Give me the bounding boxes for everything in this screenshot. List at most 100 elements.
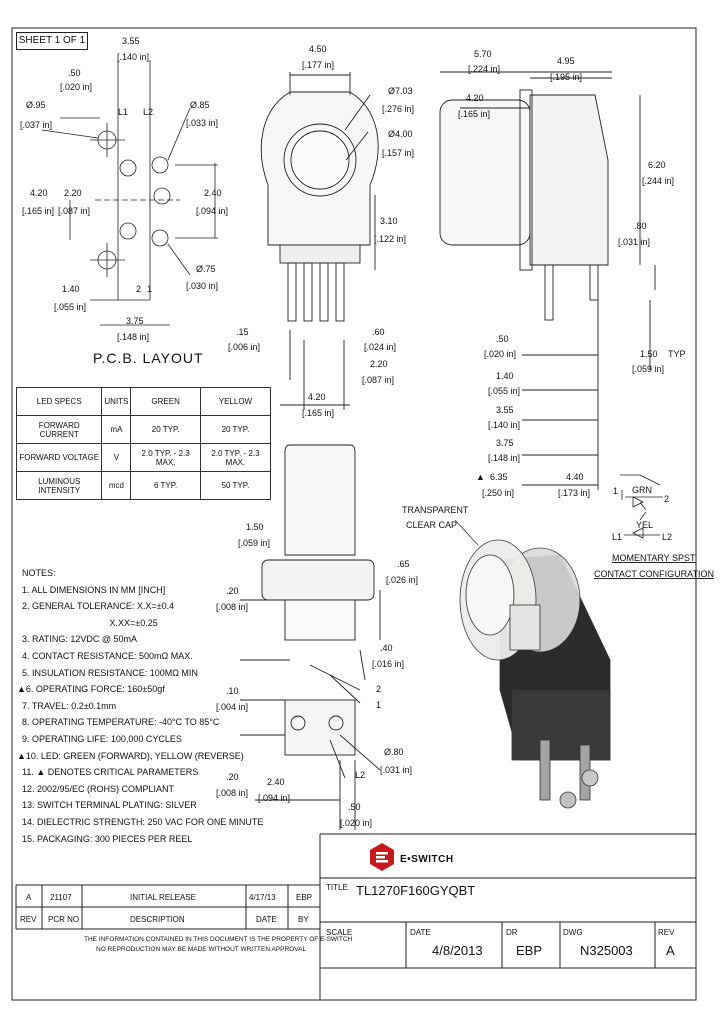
- render-pin-tip-2: [581, 769, 599, 787]
- bottom-pin-2: 2: [376, 684, 381, 694]
- rev-label: REV: [658, 928, 675, 937]
- pcb-pin-1: 1: [147, 284, 152, 294]
- side-pin-2: [589, 264, 599, 301]
- list-item: 4. CONTACT RESISTANCE: 500mΩ MAX.: [22, 650, 193, 661]
- side-dim-typ: TYP: [668, 349, 686, 359]
- side-panel: [519, 89, 533, 271]
- cap-label-1: TRANSPARENT: [402, 505, 469, 515]
- rev-head-rev: REV: [20, 915, 37, 924]
- notes-section: NOTES: 1. ALL DIMENSIONS IN MM [INCH] 2.…: [17, 565, 263, 847]
- bottom-actuator: [284, 444, 356, 556]
- front-dim-220: 2.20: [370, 359, 388, 369]
- led-cell: FORWARD CURRENT: [15, 415, 103, 444]
- front-dim-060: .60: [372, 327, 385, 337]
- led-cell: 20 TYP.: [199, 415, 272, 444]
- bottom-dim-040-in: [.016 in]: [372, 659, 404, 669]
- side-view: [439, 71, 656, 490]
- bottom-dim-050-in: [.020 in]: [340, 818, 372, 828]
- schematic-labels: 1 GRN 2 L1 YEL L2 MOMENTARY SPST CONTACT…: [594, 485, 714, 579]
- bottom-base: [284, 699, 356, 756]
- led-cell: LUMINOUS INTENSITY: [15, 471, 103, 500]
- front-pin-3: [319, 262, 329, 322]
- led-header-yellow: YELLOW: [199, 387, 272, 416]
- led-cell: 2.0 TYP. - 2.3 MAX.: [130, 443, 201, 472]
- schematic-caption-1: MOMENTARY SPST: [612, 553, 696, 563]
- front-dimension-text: 4.50 [.177 in] Ø7.03 [.276 in] Ø4.00 [.1…: [228, 44, 414, 418]
- list-item: ▲6. OPERATING FORCE: 160±50gf: [17, 684, 165, 695]
- front-dim-703-in: [.276 in]: [382, 104, 414, 114]
- rev-head-desc: DESCRIPTION: [130, 915, 185, 924]
- bottom-dim-050: .50: [348, 802, 361, 812]
- led-specs-table: LED SPECS UNITS GREEN YELLOW FORWARD CUR…: [15, 387, 272, 500]
- side-dim-570: 5.70: [474, 49, 492, 59]
- led-cell: mcd: [101, 471, 132, 500]
- pcb-layout-view: [41, 60, 218, 326]
- front-dim-420: 4.20: [308, 392, 326, 402]
- side-dim-375-in: [.148 in]: [488, 453, 520, 463]
- led-header-units: UNITS: [101, 387, 132, 416]
- front-dim-400: Ø4.00: [388, 129, 413, 139]
- bottom-pin-1: 1: [376, 700, 381, 710]
- dr-label: DR: [506, 928, 518, 937]
- bottom-cap-flange: [261, 559, 375, 601]
- schematic-pin-2: 2: [664, 494, 669, 504]
- led-cell: 6 TYP.: [130, 471, 201, 500]
- rev-head-pcr: PCR NO: [48, 915, 79, 924]
- pcb-dim-075: Ø.75: [196, 264, 216, 274]
- bottom-dim-040: .40: [380, 643, 393, 653]
- sheet-border: [11, 27, 697, 1001]
- bottom-dim-020: .20: [226, 586, 239, 596]
- side-dim-150: 1.50: [640, 349, 658, 359]
- list-item: 8. OPERATING TEMPERATURE: -40°C TO 85°C: [22, 717, 220, 728]
- led-cell: V: [101, 443, 132, 472]
- pcb-pin-2: 2: [136, 284, 141, 294]
- side-dimension-text: 5.70 [.224 in] 4.95 [.195 in] 4.20 [.165…: [458, 49, 686, 498]
- side-dim-355-in: [.140 in]: [488, 420, 520, 430]
- pcb-hole-l2: [151, 156, 169, 174]
- front-cap-outer: [283, 123, 357, 197]
- rev-row-rev: A: [26, 893, 32, 902]
- pcb-dim-220: 2.20: [64, 188, 82, 198]
- title-block: TITLE TL1270F160GYQBT SCALE DATE 4/8/201…: [326, 883, 675, 958]
- schematic: [620, 474, 663, 539]
- list-item: 5. INSULATION RESISTANCE: 100MΩ MIN: [22, 667, 198, 678]
- bottom-body: [284, 599, 356, 641]
- pcb-hole-2b: [153, 187, 171, 205]
- front-pin-4: [335, 262, 345, 322]
- side-dim-375: 3.75: [496, 438, 514, 448]
- rev-head-by: BY: [298, 915, 309, 924]
- schematic-pin-1: 1: [613, 486, 618, 496]
- table-row: FORWARD CURRENT mA 20 TYP. 20 TYP.: [15, 415, 272, 444]
- pcb-dim-075-in: [.030 in]: [186, 281, 218, 291]
- pcb-dim-140: 1.40: [62, 284, 80, 294]
- front-pin-1: [287, 262, 297, 322]
- pcb-dim-240: 2.40: [204, 188, 222, 198]
- schematic-caption-2: CONTACT CONFIGURATION: [594, 569, 714, 579]
- side-dim-620-in: [.244 in]: [642, 176, 674, 186]
- pcb-hole-2a: [119, 159, 137, 177]
- front-base: [279, 244, 361, 264]
- pcb-dimension-text: 3.55 [.140 in] .50 [.020 in] Ø.95 [.037 …: [20, 36, 228, 342]
- side-dim-635-in: [.250 in]: [482, 488, 514, 498]
- front-dim-400-in: [.157 in]: [382, 148, 414, 158]
- pcb-pin-l1: L1: [118, 107, 128, 117]
- revision-block: A 21107 INITIAL RELEASE 4/17/13 EBP REV …: [20, 893, 353, 953]
- led-cell: 50 TYP.: [199, 471, 272, 500]
- side-dim-050: .50: [496, 334, 509, 344]
- rev-value: A: [666, 943, 675, 958]
- pcb-layout-title: P.C.B. LAYOUT: [93, 350, 204, 366]
- list-item: 11. ▲ DENOTES CRITICAL PARAMETERS: [22, 767, 199, 778]
- bottom-hole-1: [290, 715, 306, 731]
- bottom-dimension-text: 1.50 [.059 in] .65 [.026 in] .20 [.008 i…: [216, 522, 418, 828]
- dwg-value: N325003: [580, 943, 633, 958]
- front-dim-703: Ø7.03: [388, 86, 413, 96]
- bottom-dim-020-in: [.008 in]: [216, 602, 248, 612]
- side-cap: [439, 99, 531, 246]
- bottom-dim-240: 2.40: [267, 777, 285, 787]
- front-dim-015-in: [.006 in]: [228, 342, 260, 352]
- scale-label: SCALE: [326, 928, 352, 937]
- front-cap-inner: [290, 130, 350, 190]
- dr-value: EBP: [516, 943, 542, 958]
- render-base: [511, 689, 611, 761]
